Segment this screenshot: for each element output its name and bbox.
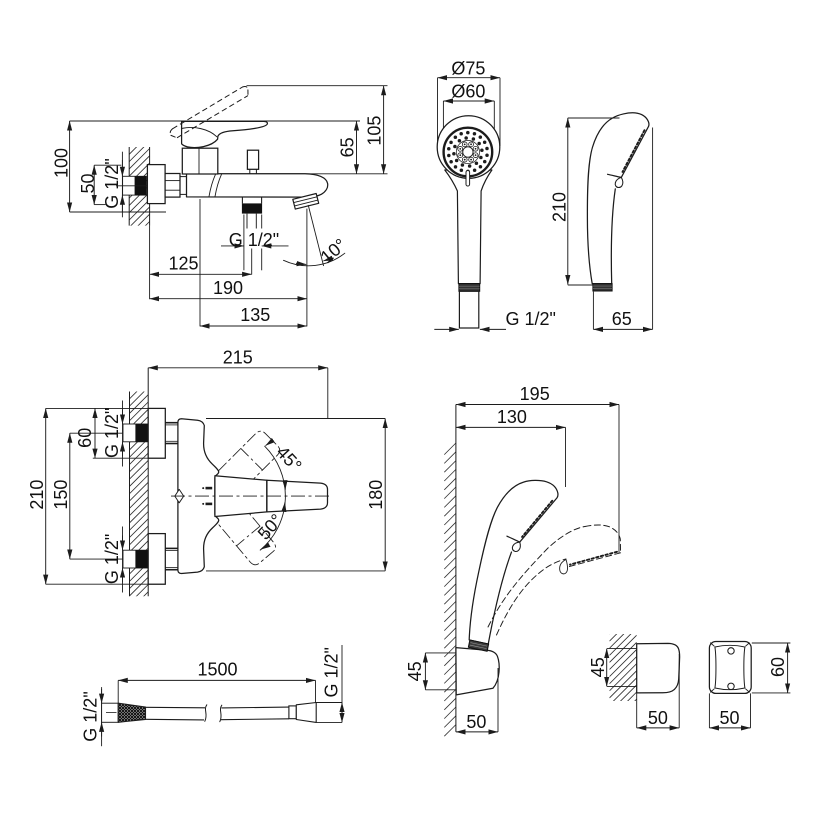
svg-text:50: 50 (78, 173, 98, 193)
svg-text:1500: 1500 (197, 659, 237, 679)
svg-text:45: 45 (588, 657, 608, 677)
svg-text:105: 105 (365, 116, 385, 146)
svg-text:50: 50 (466, 712, 486, 732)
svg-text:G 1/2": G 1/2" (102, 408, 122, 458)
svg-text:65: 65 (612, 309, 632, 329)
svg-text:G 1/2": G 1/2" (102, 158, 122, 208)
svg-text:G 1/2": G 1/2" (102, 534, 122, 584)
svg-text:180: 180 (366, 480, 386, 510)
svg-text:135: 135 (240, 305, 270, 325)
svg-text:210: 210 (27, 480, 47, 510)
svg-text:Ø75: Ø75 (451, 58, 485, 78)
svg-text:G 1/2": G 1/2" (322, 647, 342, 697)
svg-text:215: 215 (223, 347, 253, 367)
svg-text:50: 50 (648, 708, 668, 728)
svg-text:125: 125 (168, 254, 198, 274)
svg-text:G 1/2": G 1/2" (229, 230, 279, 250)
svg-text:G 1/2": G 1/2" (81, 691, 101, 741)
svg-text:60: 60 (768, 657, 788, 677)
svg-text:65: 65 (338, 137, 358, 157)
svg-text:195: 195 (520, 384, 550, 404)
svg-text:45: 45 (405, 661, 425, 681)
svg-text:130: 130 (497, 407, 527, 427)
svg-text:100: 100 (52, 148, 72, 178)
svg-text:150: 150 (51, 480, 71, 510)
svg-text:210: 210 (550, 192, 570, 222)
svg-text:G 1/2": G 1/2" (505, 309, 555, 329)
svg-text:50: 50 (719, 708, 739, 728)
svg-text:Ø60: Ø60 (451, 82, 485, 102)
svg-text:190: 190 (213, 278, 243, 298)
svg-text:60: 60 (75, 428, 95, 448)
